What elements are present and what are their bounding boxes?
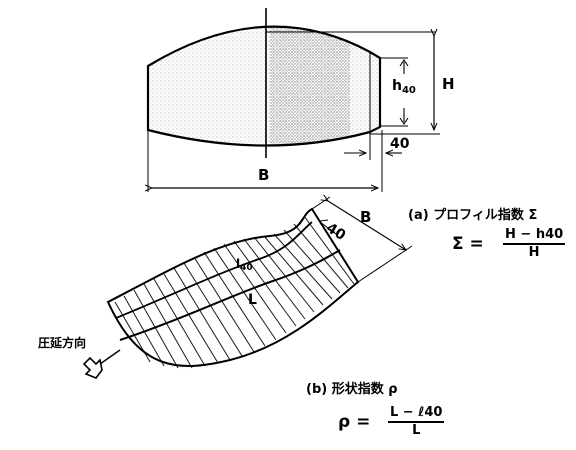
rolling-direction-arrow-icon [82, 349, 121, 379]
strip-center-line [119, 249, 341, 341]
height-label: H [442, 75, 455, 93]
profile-outline [146, 25, 382, 147]
shape-index-numerator: L − ℓ40 [388, 406, 445, 423]
strip-shape [106, 207, 360, 369]
strip-hatching [114, 215, 355, 369]
strip-width-label: B [360, 208, 372, 226]
l40-subscript: 40 [240, 263, 253, 273]
h40-label: h40 [392, 78, 416, 96]
l40-label: l40 [236, 257, 253, 273]
profile-index-denominator: H [528, 245, 540, 260]
shape-index-lhs: ρ = [338, 412, 371, 432]
rolling-direction-label: 圧延方向 [38, 336, 87, 350]
l40-main: l [236, 257, 241, 271]
profile-40-offset-dimension [344, 130, 402, 192]
profile-index-lhs: Σ = [452, 234, 484, 254]
shape-index-denominator: L [412, 423, 421, 438]
strip-40-line [115, 221, 313, 319]
strip-40-dimension [319, 219, 337, 235]
h40-subscript: 40 [401, 85, 416, 96]
profile-width-label: B [258, 166, 270, 184]
profile-cross-section [146, 8, 382, 160]
h40-dimension [380, 57, 409, 127]
profile-index-fraction: H − h40 H [503, 228, 566, 260]
strip-hatched-area [106, 207, 360, 367]
profile-dense-shading [270, 26, 350, 146]
length-label: L [248, 292, 257, 308]
shape-index-caption: (b) 形状指数 ρ [306, 382, 398, 397]
profile-index-caption: (a) プロフィル指数 Σ [408, 208, 538, 223]
h40-main: h [392, 78, 402, 94]
strip-width-dimension [311, 197, 413, 283]
width-dimension [148, 130, 378, 192]
profile-index-numerator: H − h40 [503, 228, 566, 245]
profile-offset-40-label: 40 [390, 136, 410, 152]
shape-index-fraction: L − ℓ40 L [388, 406, 445, 438]
